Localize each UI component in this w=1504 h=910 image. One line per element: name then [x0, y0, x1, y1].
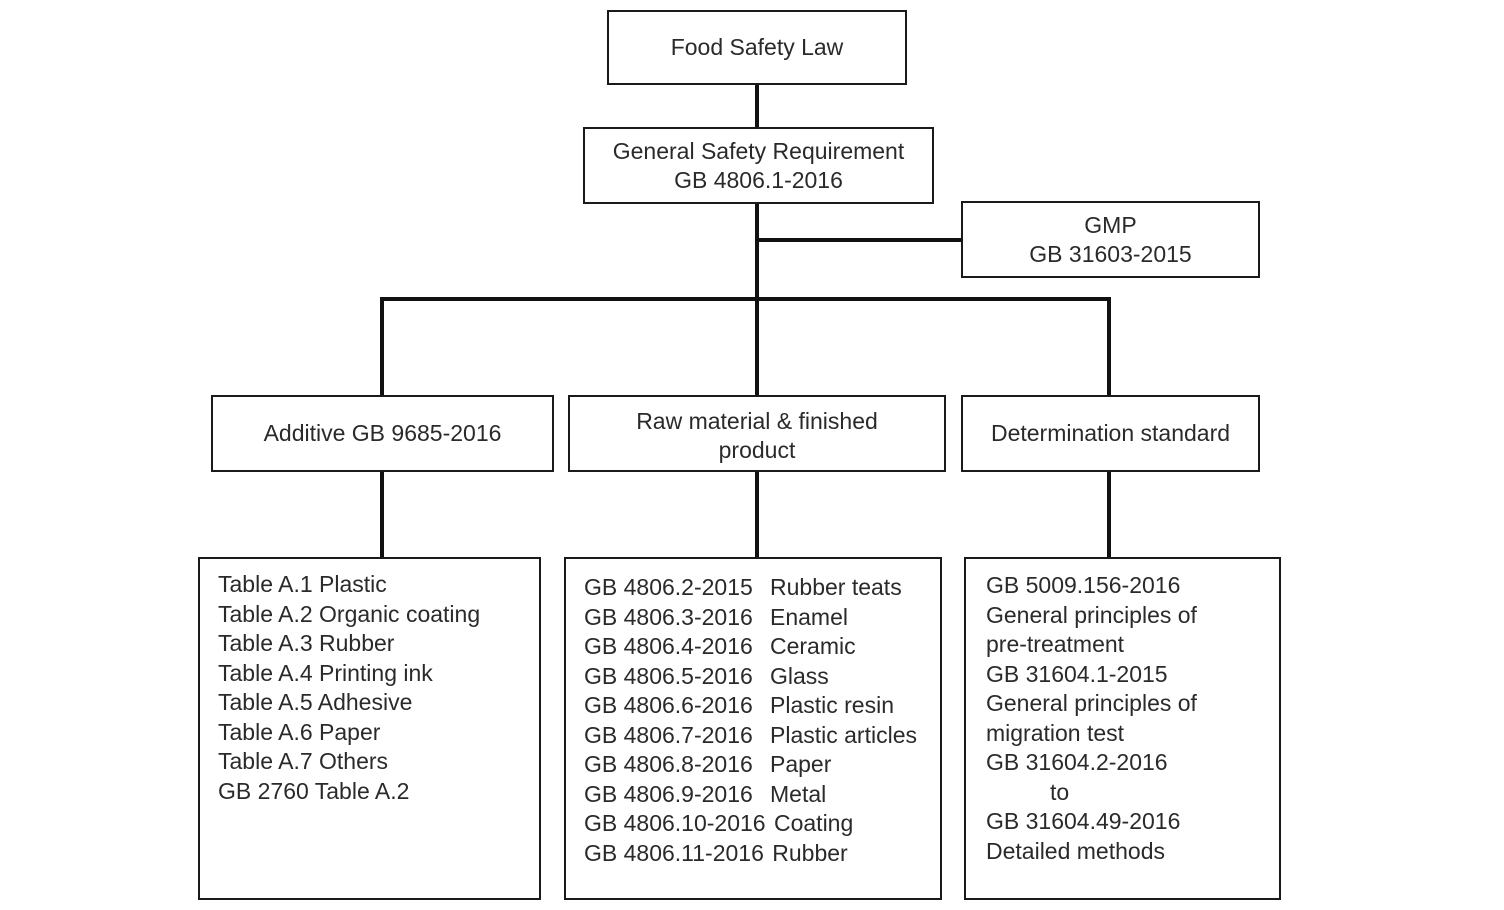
list-item: GB 4806.2-2015 Rubber teats	[584, 573, 940, 603]
determination-heading: Determination standard	[990, 420, 1231, 446]
list-item: GB 31604.1-2015	[986, 660, 1168, 687]
additive-heading: Additive GB 9685-2016	[263, 420, 502, 446]
standard-code: GB 4806.8-2016	[584, 751, 753, 777]
list-item: Detailed methods	[986, 837, 1165, 864]
list-item: Table A.2 Organic coating	[218, 600, 481, 627]
list-item: Table A.6 Paper	[218, 718, 381, 745]
list-item: General principles of	[986, 690, 1197, 716]
material-name: Plastic resin	[770, 692, 894, 718]
standard-code: GB 4806.9-2016	[584, 780, 753, 807]
standard-code: GB 4806.7-2016	[584, 721, 753, 748]
list-item: GB 5009.156-2016	[986, 572, 1181, 598]
list-item: GB 31604.2-2016	[986, 749, 1168, 775]
standard-code: GB 4806.4-2016	[584, 633, 753, 659]
list-item: Table A.5 Adhesive	[218, 689, 413, 715]
list-item: Table A.3 Rubber	[218, 630, 395, 656]
material-name: Plastic articles	[770, 721, 917, 748]
general-safety-requirement-label: General Safety Requirement	[612, 137, 905, 164]
general-safety-requirement-box: General Safety Requirement GB 4806.1-201…	[583, 127, 934, 204]
standard-code: GB 4806.5-2016	[584, 662, 753, 689]
list-item: GB 4806.4-2016 Ceramic	[584, 632, 940, 662]
list-item: Table A.7 Others	[218, 748, 389, 774]
raw-material-heading-box: Raw material & finished product	[568, 395, 946, 472]
food-safety-law-label: Food Safety Law	[670, 34, 844, 60]
list-item: General principles of	[986, 601, 1197, 628]
gmp-label: GMP	[1084, 211, 1137, 238]
material-name: Rubber teats	[770, 574, 902, 600]
list-item: GB 4806.10-2016 Coating	[584, 809, 940, 839]
list-item: GB 2760 Table A.2	[218, 777, 410, 804]
list-item: GB 4806.7-2016 Plastic articles	[584, 721, 940, 751]
material-name: Glass	[770, 662, 829, 689]
standard-code: GB 4806.6-2016	[584, 692, 753, 718]
gmp-code: GB 31603-2015	[1029, 240, 1192, 267]
standard-code: GB 4806.11-2016	[584, 839, 764, 866]
list-item: GB 4806.8-2016 Paper	[584, 750, 940, 780]
raw-material-list-box: GB 4806.2-2015 Rubber teats GB 4806.3-201…	[564, 557, 942, 900]
list-item: GB 4806.9-2016 Metal	[584, 780, 940, 810]
material-name: Metal	[770, 780, 827, 807]
list-item: Table A.1 Plastic	[218, 571, 387, 597]
material-name: Rubber	[772, 839, 848, 866]
additive-heading-box: Additive GB 9685-2016	[211, 395, 554, 472]
standard-code: GB 4806.10-2016	[584, 810, 766, 836]
raw-material-heading-line2: product	[718, 437, 796, 463]
list-item: GB 4806.6-2016 Plastic resin	[584, 691, 940, 721]
material-name: Coating	[773, 810, 854, 836]
list-item: GB 31604.49-2016	[986, 808, 1181, 834]
determination-heading-box: Determination standard	[961, 395, 1260, 472]
list-item: migration test	[986, 719, 1125, 746]
list-item: GB 4806.3-2016 Enamel	[584, 603, 940, 633]
material-name: Paper	[770, 751, 832, 777]
material-name: Ceramic	[770, 633, 856, 659]
list-item: pre-treatment	[986, 631, 1125, 657]
food-safety-law-box: Food Safety Law	[607, 10, 907, 85]
gmp-box: GMP GB 31603-2015	[961, 201, 1260, 278]
standard-code: GB 4806.3-2016	[584, 603, 753, 630]
additive-list-box: Table A.1 Plastic Table A.2 Organic coat…	[198, 557, 541, 900]
material-name: Enamel	[770, 603, 848, 630]
general-safety-requirement-code: GB 4806.1-2016	[674, 166, 843, 193]
list-item: GB 4806.5-2016 Glass	[584, 662, 940, 692]
raw-material-heading-line1: Raw material & finished	[636, 408, 878, 434]
list-item: to	[1050, 778, 1070, 805]
standard-code: GB 4806.2-2015	[584, 574, 753, 600]
list-item: Table A.4 Printing ink	[218, 659, 433, 686]
list-item: GB 4806.11-2016 Rubber	[584, 839, 940, 869]
determination-list-box: GB 5009.156-2016 General principles of p…	[964, 557, 1281, 900]
